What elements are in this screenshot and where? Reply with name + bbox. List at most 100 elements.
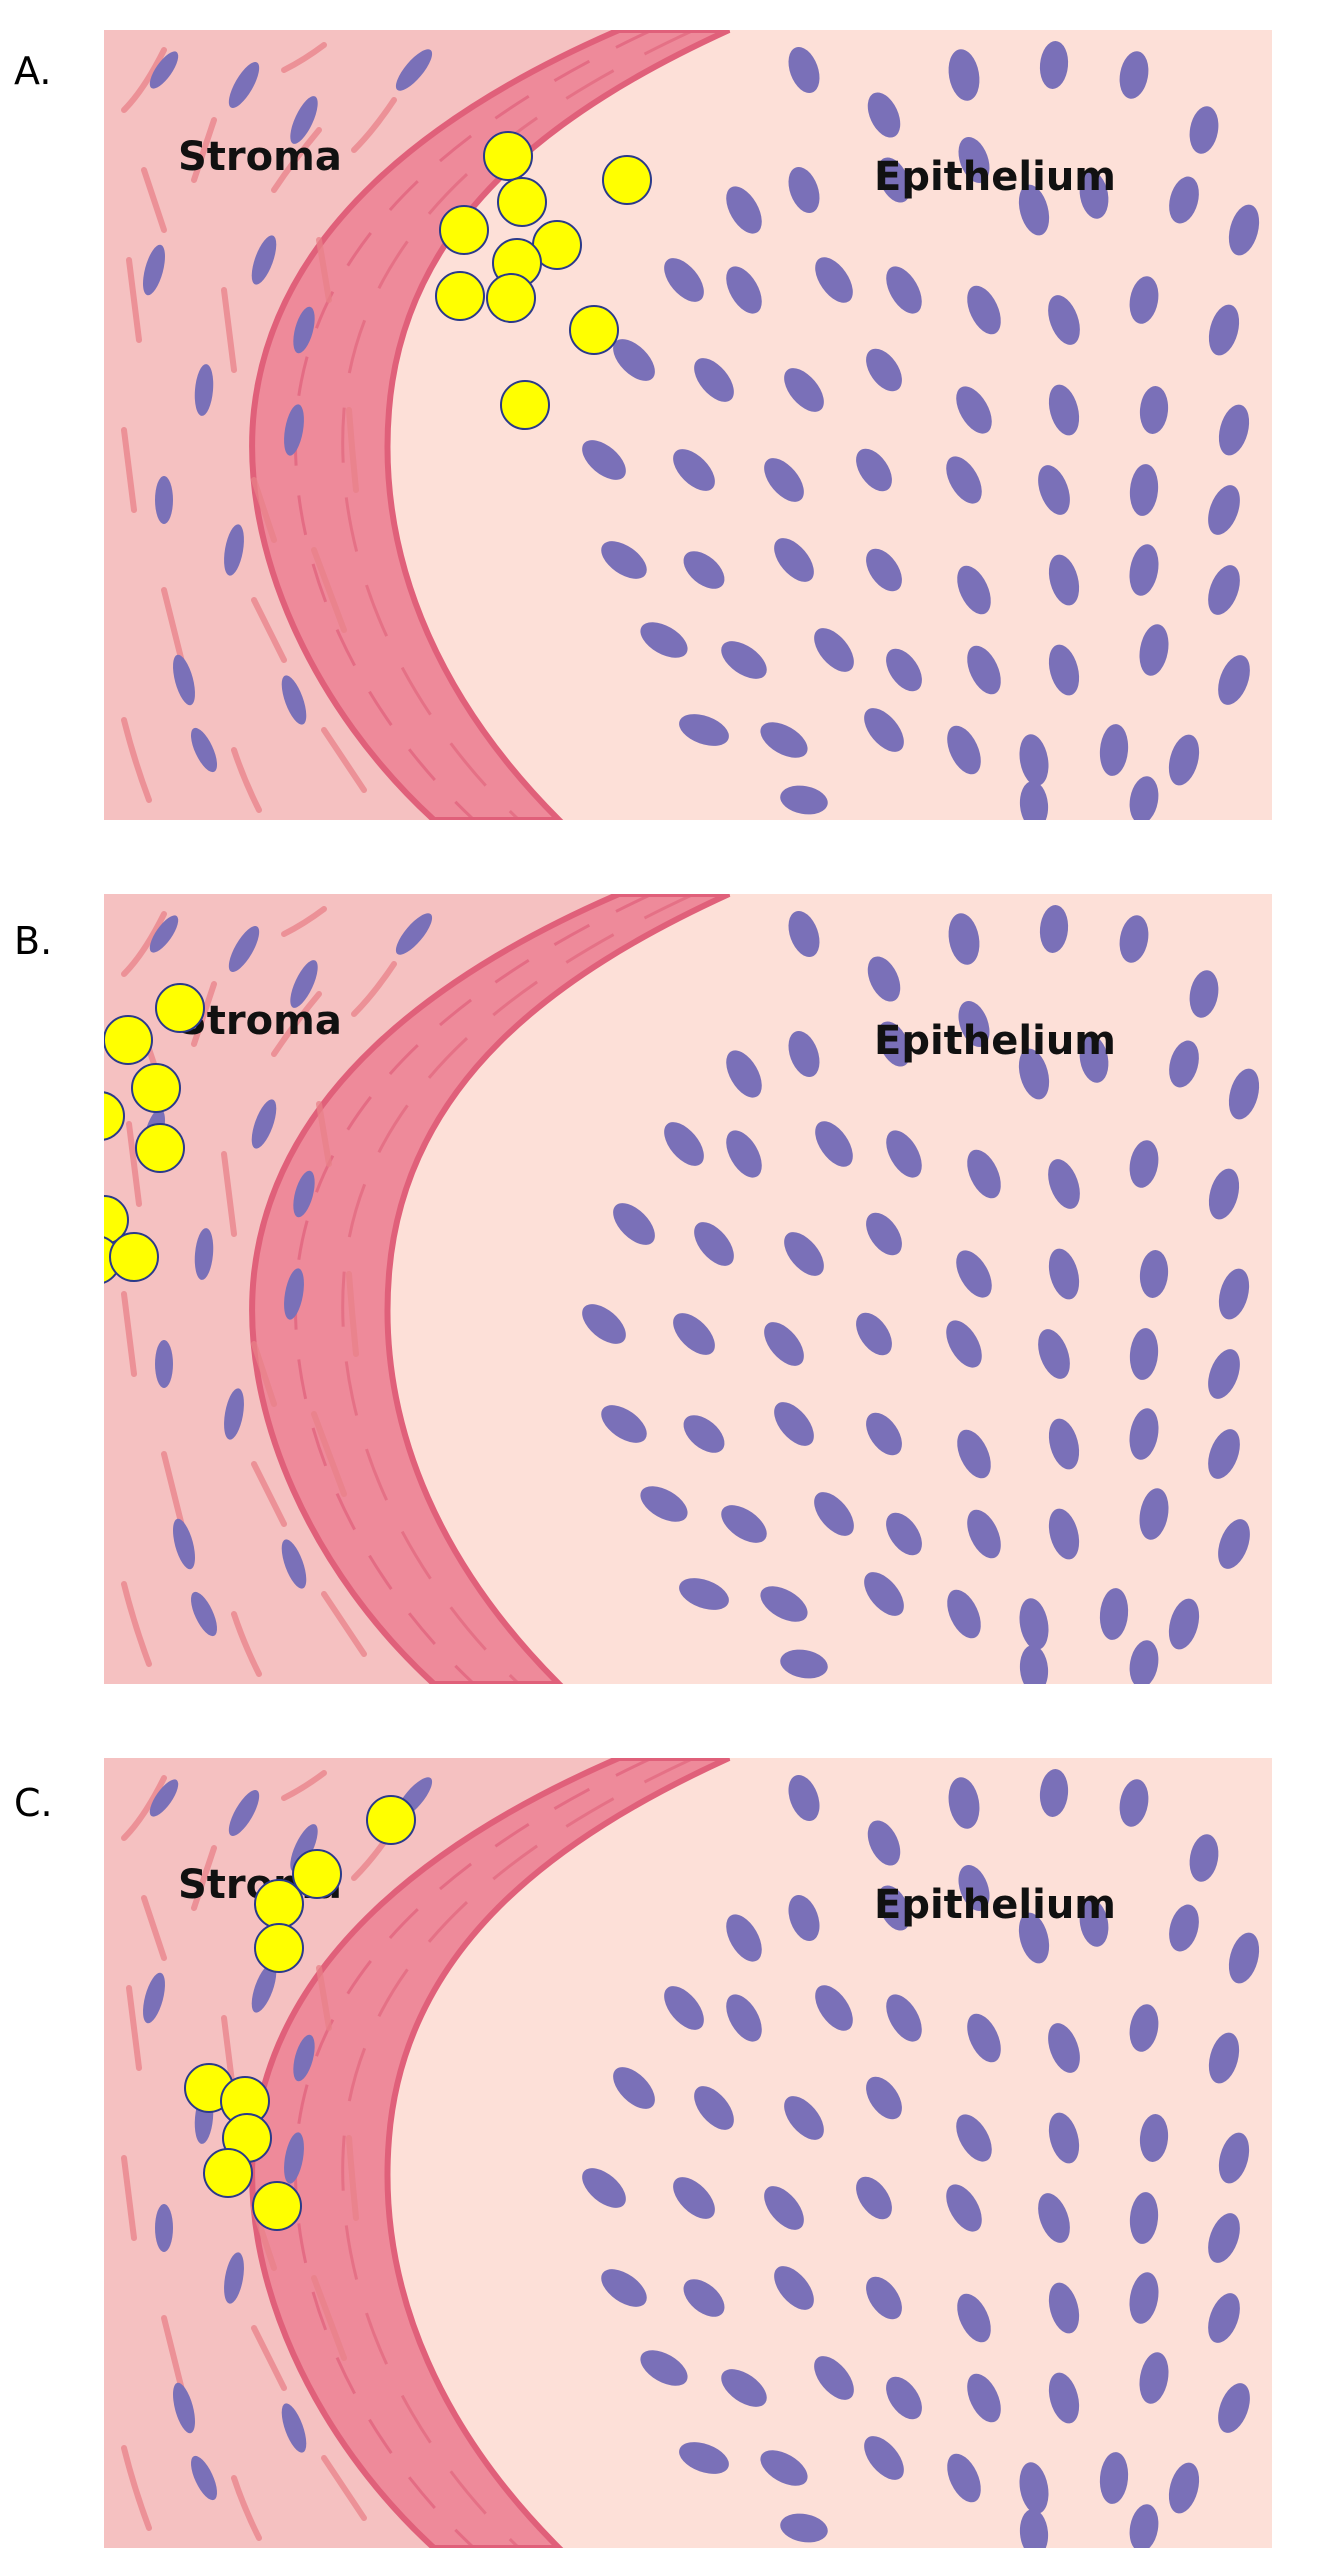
- panel-c: Stroma Epithelium: [104, 1758, 1272, 2548]
- marker-cells: [184, 1795, 416, 2231]
- panel-label-b: B.: [14, 919, 53, 963]
- epithelial-nucleus: [683, 1415, 725, 1453]
- tissue-diagram-b: Stroma Epithelium: [104, 894, 1272, 1684]
- stromal-nucleus: [155, 2204, 173, 2252]
- stroma-fiber: [121, 1291, 137, 1377]
- marker-cell: [155, 983, 205, 1033]
- epithelial-nucleus: [664, 258, 704, 302]
- stroma-fiber: [231, 747, 262, 813]
- stroma-fiber: [121, 717, 152, 803]
- stroma-fiber: [311, 547, 347, 633]
- band-fiber-line: [294, 894, 653, 1684]
- epithelial-nucleus: [780, 2513, 828, 2543]
- marker-cell: [104, 1015, 153, 1065]
- stromal-nucleus: [228, 926, 260, 972]
- stroma-fiber: [351, 97, 397, 153]
- epithelial-nucleus: [856, 2176, 892, 2220]
- epithelial-nucleus: [1038, 2193, 1070, 2243]
- stroma-fiber: [346, 2135, 359, 2221]
- epithelial-nucleus: [866, 1212, 902, 1256]
- epithelial-nucleus: [867, 92, 901, 138]
- epithelial-nucleus: [957, 2293, 991, 2343]
- stroma-fiber: [221, 287, 237, 373]
- marker-cell: [254, 1879, 304, 1929]
- basement-membrane-band: [249, 894, 731, 1684]
- epithelial-nucleus: [1129, 2004, 1159, 2052]
- epithelial-nucleus: [1048, 1418, 1080, 1470]
- epithelial-nucleus: [814, 1492, 854, 1536]
- stromal-nucleus: [224, 1388, 244, 1440]
- epithelial-nucleus: [1139, 386, 1169, 434]
- epithelial-nucleus: [601, 1405, 647, 1443]
- stromal-nucleus: [173, 654, 195, 706]
- epithelial-nucleus: [866, 548, 902, 592]
- stroma-fiber: [121, 911, 167, 977]
- epithelial-nucleus: [726, 1050, 762, 1098]
- epithelial-nucleus: [694, 2086, 734, 2130]
- epithelial-nucleus: [784, 1232, 824, 1276]
- epithelial-nucleus: [947, 2453, 981, 2503]
- epithelial-nucleus: [788, 1774, 820, 1822]
- epithelial-nucleus: [958, 1000, 990, 1048]
- epithelium-label: Epithelium: [874, 1018, 1116, 1064]
- stroma-fiber: [251, 1461, 287, 1527]
- epithelial-nucleus: [947, 1589, 981, 1639]
- epithelial-nucleus: [1019, 2462, 1049, 2514]
- stroma-fiber: [281, 1770, 327, 1801]
- epithelial-nucleus: [1168, 734, 1200, 786]
- epithelial-nucleus: [1169, 1904, 1199, 1952]
- epithelial-nucleus: [1208, 565, 1240, 615]
- stroma-fiber: [321, 2455, 367, 2521]
- epithelial-nucleus: [613, 1203, 655, 1245]
- marker-cell: [104, 1091, 125, 1141]
- epithelial-nucleus: [1039, 41, 1069, 89]
- epithelial-nucleus: [1018, 184, 1050, 236]
- epithelial-nucleus: [1038, 1329, 1070, 1379]
- epithelial-nucleus: [1129, 1328, 1159, 1380]
- stroma-fiber: [191, 1845, 217, 1911]
- epithelial-nucleus: [1079, 1899, 1109, 1947]
- stroma-fiber: [271, 991, 322, 1057]
- epithelial-nucleus: [1218, 655, 1250, 705]
- stroma-fiber: [251, 2325, 287, 2391]
- stromal-nucleus: [293, 306, 315, 354]
- stroma-fiber: [121, 2155, 137, 2241]
- stroma-fiber: [311, 2275, 347, 2361]
- epithelial-nucleus: [886, 1994, 922, 2042]
- stroma-fiber: [121, 1775, 167, 1841]
- epithelial-nucleus: [967, 1509, 1001, 1559]
- stroma-fiber: [311, 1411, 347, 1497]
- stromal-nucleus: [395, 913, 433, 955]
- epithelial-nucleus: [1218, 1268, 1250, 1320]
- epithelial-nucleus: [866, 348, 902, 392]
- band-fiber-line: [294, 1758, 653, 2548]
- epithelial-nucleus: [788, 166, 820, 214]
- epithelial-nucleus: [601, 541, 647, 579]
- stroma-fiber: [316, 1101, 332, 1167]
- marker-cell: [483, 131, 533, 181]
- stroma-fiber: [191, 117, 217, 183]
- epithelial-nucleus: [1048, 2282, 1080, 2334]
- epithelial-nucleus: [1228, 1932, 1260, 1984]
- epithelial-nucleus: [815, 1121, 853, 1167]
- epithelial-nucleus: [1208, 2293, 1240, 2343]
- epithelial-nucleus: [1019, 781, 1049, 820]
- epithelial-nucleus: [582, 1304, 626, 1344]
- epithelial-nucleus: [721, 2369, 767, 2407]
- epithelial-nucleus: [1099, 2452, 1129, 2504]
- epithelial-nucleus: [1099, 724, 1129, 776]
- epithelial-nucleus: [726, 1914, 762, 1962]
- stroma-fiber: [281, 906, 327, 937]
- marker-cell: [486, 273, 536, 323]
- stroma-fiber: [126, 1121, 142, 1207]
- stromal-nucleus: [284, 404, 304, 456]
- epithelial-nucleus: [1129, 1140, 1159, 1188]
- marker-cell: [254, 1923, 304, 1973]
- stromal-nucleus: [173, 1518, 195, 1570]
- epithelial-nucleus: [774, 538, 814, 582]
- epithelial-nucleus: [877, 1021, 911, 1067]
- epithelial-nucleus: [815, 1985, 853, 2031]
- epithelial-nucleus: [1048, 2372, 1080, 2424]
- epithelial-nucleus: [1018, 1048, 1050, 1100]
- epithelial-nucleus: [760, 2450, 808, 2486]
